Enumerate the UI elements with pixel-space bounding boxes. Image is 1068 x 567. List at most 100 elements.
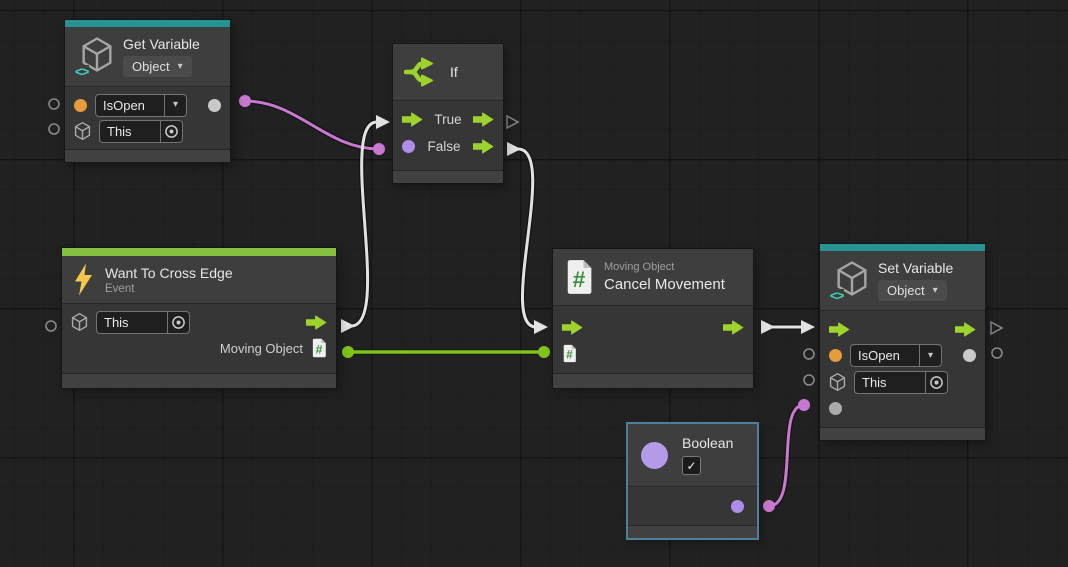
port-row: Moving Object # (62, 335, 336, 361)
node-color-bar (65, 20, 230, 27)
object-cube-icon[interactable] (829, 373, 846, 391)
code-brackets-glyph: <> (74, 63, 89, 79)
value-port-empty[interactable] (803, 374, 815, 386)
wire-if-false-to-cancelmovement-flow[interactable] (517, 147, 537, 329)
value-port-empty[interactable] (48, 123, 60, 135)
value-port-out[interactable] (731, 499, 744, 513)
node-want-to-cross-edge[interactable]: Want To Cross Edge Event This Moving Obj… (62, 248, 336, 388)
flow-port-empty-setvariable-out[interactable] (990, 320, 1004, 336)
flow-port-false-out[interactable] (473, 139, 494, 154)
port-row (820, 395, 985, 421)
target-picker-icon[interactable] (167, 311, 189, 333)
flow-port-empty-if-true-out[interactable] (506, 114, 520, 130)
value-port-empty[interactable] (48, 98, 60, 110)
flow-port-connected-if-in[interactable] (376, 115, 390, 129)
flow-port-out[interactable] (306, 314, 327, 330)
field-caret-down-icon[interactable]: ▾ (919, 345, 941, 366)
node-boolean[interactable]: Boolean ✓ (626, 422, 759, 540)
node-header[interactable]: If (393, 44, 503, 101)
target-field[interactable]: This (99, 119, 183, 143)
flow-port-in[interactable] (562, 319, 583, 335)
wire-endpoint-dot[interactable] (342, 346, 354, 358)
lightning-bolt-icon (75, 263, 92, 296)
variable-kind-dropdown[interactable]: Object ▾ (123, 56, 192, 77)
flow-port-connected-event-out[interactable] (341, 319, 355, 333)
code-brackets-glyph: <> (829, 287, 844, 303)
port-label: True (434, 112, 462, 127)
node-set-variable[interactable]: <> Set Variable Object ▾ IsOpen ▾ (820, 244, 985, 440)
port-row (628, 493, 757, 519)
flow-port-out[interactable] (723, 319, 744, 335)
boolean-checkbox[interactable]: ✓ (682, 456, 701, 475)
field-value: This (862, 374, 887, 390)
object-cube-icon[interactable] (71, 313, 88, 331)
node-color-bar (820, 244, 985, 251)
flow-port-true-out[interactable] (473, 112, 494, 127)
variable-kind-dropdown[interactable]: Object ▾ (878, 280, 947, 301)
node-subtitle: Event (105, 282, 135, 295)
integer-doc-icon: # (567, 260, 592, 294)
variable-name-port-in[interactable] (829, 349, 842, 362)
value-port-empty[interactable] (803, 348, 815, 360)
node-get-variable[interactable]: <> Get Variable Object ▾ IsOpen ▾ (65, 20, 230, 162)
value-port-in[interactable] (829, 401, 842, 415)
flow-port-connected-cancel-out[interactable] (761, 320, 775, 334)
value-port-out[interactable] (208, 98, 221, 112)
flow-port-in[interactable] (402, 112, 423, 127)
flow-port-in[interactable] (829, 321, 850, 337)
integer-doc-icon[interactable]: # (562, 344, 577, 363)
value-port-empty[interactable] (991, 347, 1003, 359)
target-field[interactable]: This (854, 370, 948, 394)
wire-endpoint-dot[interactable] (798, 399, 810, 411)
target-picker-icon[interactable] (160, 120, 182, 142)
node-footer (65, 149, 230, 162)
variable-name-field[interactable]: IsOpen ▾ (850, 344, 942, 367)
wire-endpoint-dot[interactable] (373, 143, 385, 155)
variable-name-field[interactable]: IsOpen ▾ (95, 93, 187, 117)
port-row: # (553, 340, 753, 366)
node-header[interactable]: Want To Cross Edge Event (62, 256, 336, 304)
port-row (820, 316, 985, 342)
value-port-empty[interactable] (45, 320, 57, 332)
wire-endpoint-dot[interactable] (763, 500, 775, 512)
flow-port-connected-cancel-in[interactable] (534, 320, 548, 334)
node-title: Set Variable (878, 260, 954, 276)
variable-name-port-in[interactable] (74, 98, 87, 112)
check-icon: ✓ (686, 458, 697, 473)
target-field[interactable]: This (96, 310, 190, 334)
caret-down-icon: ▾ (932, 284, 938, 296)
node-header[interactable]: # Moving Object Cancel Movement (553, 249, 753, 306)
node-if[interactable]: If True False (393, 44, 503, 183)
wire-endpoint-dot[interactable] (538, 346, 550, 358)
node-header[interactable]: <> Set Variable Object ▾ (820, 251, 985, 311)
field-caret-down-icon[interactable]: ▾ (164, 94, 186, 116)
flow-port-connected-if-false-out[interactable] (507, 142, 521, 156)
field-value: IsOpen (103, 97, 145, 113)
dropdown-value: Object (132, 59, 170, 74)
wire-getvariable-to-if-condition[interactable] (244, 99, 380, 151)
value-port-out[interactable] (963, 349, 976, 362)
integer-doc-icon[interactable]: # (311, 338, 327, 358)
node-title: Want To Cross Edge (105, 264, 233, 281)
svg-text:#: # (573, 267, 586, 292)
node-header[interactable]: <> Get Variable Object ▾ (65, 27, 230, 87)
node-header[interactable]: Boolean ✓ (628, 424, 757, 487)
flow-port-connected-setvariable-in[interactable] (801, 320, 815, 334)
port-row: This (65, 118, 230, 144)
wire-event-to-if-flow[interactable] (350, 120, 378, 328)
branch-icon (404, 57, 433, 87)
object-cube-icon[interactable] (74, 122, 91, 140)
variable-cube-icon: <> (74, 36, 113, 79)
condition-port-in[interactable] (402, 140, 415, 153)
port-row: This (820, 369, 985, 395)
target-picker-icon[interactable] (925, 371, 947, 393)
node-supertitle: Moving Object (604, 261, 675, 273)
port-row (553, 314, 753, 340)
svg-text:#: # (566, 349, 573, 361)
flow-port-out[interactable] (955, 321, 976, 337)
wire-endpoint-dot[interactable] (239, 95, 251, 107)
caret-down-icon: ▾ (177, 60, 183, 72)
wire-boolean-to-setvariable-value[interactable] (768, 403, 805, 508)
node-cancel-movement[interactable]: # Moving Object Cancel Movement # (553, 249, 753, 388)
